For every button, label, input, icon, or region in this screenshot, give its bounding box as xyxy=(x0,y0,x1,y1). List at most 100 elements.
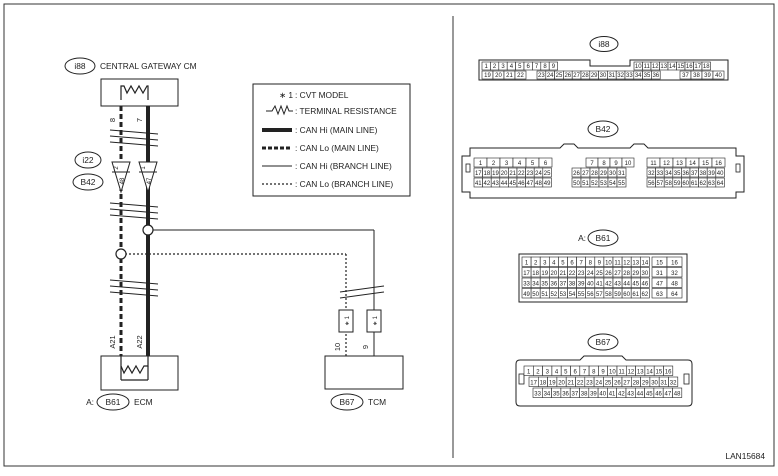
connector-b42-pin-cell xyxy=(621,157,635,168)
connector-b42-pin-label: 17 xyxy=(475,171,482,177)
connector-b42-pin-label: 47 xyxy=(527,181,534,187)
connector-i88-pin-label: 13 xyxy=(660,64,667,70)
connector-b61-pin-label: 52 xyxy=(551,292,558,298)
connector-i88-pin-cell xyxy=(651,70,661,80)
connector-b67-pin-label: 30 xyxy=(651,381,658,387)
connector-b42-pin-label: 15 xyxy=(702,161,709,167)
connector-b67-pin-label: 43 xyxy=(627,392,634,398)
connector-b67-pin-label: 22 xyxy=(577,381,584,387)
connector-i88-pin-label: 7 xyxy=(535,64,539,70)
connector-b67-pin-label: 44 xyxy=(637,392,644,398)
connector-b42-pin-label: 10 xyxy=(625,161,632,167)
connector-b67-pin-label: 16 xyxy=(665,370,672,376)
connector-b61-pin-label: 4 xyxy=(552,261,556,267)
connector-b61-pin-label: 60 xyxy=(623,292,630,298)
connector-b67-pin-label: 48 xyxy=(674,392,681,398)
connector-b67-pin-label: 11 xyxy=(619,370,626,376)
connector-b42-pin-label: 9 xyxy=(614,161,618,167)
connector-i88-pin-label: 20 xyxy=(495,73,502,79)
connector-i88-code: i88 xyxy=(598,39,610,49)
connector-b67-pin-label: 36 xyxy=(562,392,569,398)
connector-b61-pin-cell xyxy=(666,288,683,299)
connector-i88-pin-label: 28 xyxy=(582,73,589,79)
cvt-mark-box-lo xyxy=(338,309,354,333)
connector-b42-pin-label: 3 xyxy=(505,161,509,167)
connector-i88-pin-label: 3 xyxy=(501,64,505,70)
connector-b42-pin-label: 53 xyxy=(600,181,607,187)
connector-b42-pin-label: 35 xyxy=(674,171,681,177)
legend-cvt-symbol: ∗ 1 xyxy=(279,90,293,100)
connector-b42-pin-label: 1 xyxy=(479,161,483,167)
connector-b67-pin-label: 18 xyxy=(540,381,547,387)
connector-b61-pin-label: 21 xyxy=(560,271,567,277)
connector-i88-pin-label: 39 xyxy=(704,73,711,79)
connector-b42-pin-label: 64 xyxy=(717,181,724,187)
connector-b61-pin-label: 14 xyxy=(642,261,649,267)
connector-b61-pin-label: 7 xyxy=(579,261,583,267)
legend-resistor-symbol xyxy=(266,104,293,116)
connector-b42-pin-label: 60 xyxy=(682,181,689,187)
connector-b42-badge xyxy=(587,120,619,138)
connector-i88-pin-label: 8 xyxy=(543,64,547,70)
connector-b42-pin-label: 43 xyxy=(492,181,499,187)
can-hi-splice xyxy=(142,224,154,236)
connector-b67-pin-label: 9 xyxy=(601,370,605,376)
connector-b61-prefix: A: xyxy=(578,233,586,243)
connector-b67-pin-label: 14 xyxy=(646,370,653,376)
connector-b67-pin-label: 33 xyxy=(534,392,541,398)
legend-item-text: : CAN Hi (BRANCH LINE) xyxy=(295,161,392,171)
connector-i88-pin-cell xyxy=(712,70,725,80)
connector-b42-pin-label: 23 xyxy=(527,171,534,177)
connector-b67-pin-label: 27 xyxy=(623,381,630,387)
connector-b67-pin-label: 31 xyxy=(661,381,668,387)
connector-i88-pin-label: 36 xyxy=(652,73,659,79)
connector-b61-pin-label: 45 xyxy=(632,282,639,288)
connector-i88-pin-cell xyxy=(701,61,711,71)
connector-i88-badge xyxy=(589,36,619,52)
connector-b61-pin-label: 43 xyxy=(614,282,621,288)
connector-b61-pin-label: 40 xyxy=(587,282,594,288)
connector-b61-pin-cell xyxy=(666,267,683,278)
connector-b42-pin-label: 5 xyxy=(531,161,535,167)
legend-item-text: : CAN Hi (MAIN LINE) xyxy=(295,125,378,135)
connector-b61-pin-label: 20 xyxy=(551,271,558,277)
connector-b42-pin-cell xyxy=(715,167,725,178)
connector-b61-pin-label: 49 xyxy=(523,292,530,298)
connector-b61-pin-label: 32 xyxy=(671,271,678,277)
connector-b67-pin-label: 10 xyxy=(609,370,616,376)
connector-b61-pin-label: 12 xyxy=(623,261,630,267)
figure-id: LAN15684 xyxy=(725,451,765,461)
connector-b67-pin-label: 24 xyxy=(595,381,602,387)
tcm-pin-lo: 10 xyxy=(333,343,342,351)
connector-i88-pin-label: 9 xyxy=(552,64,556,70)
connector-b61-pin-label: 16 xyxy=(671,261,678,267)
tcm-code: B67 xyxy=(340,397,355,407)
connector-b42-pin-label: 28 xyxy=(591,171,598,177)
connector-b61-pin-label: 19 xyxy=(541,271,548,277)
connector-b42-latch xyxy=(465,163,471,173)
connector-b67-pin-label: 41 xyxy=(609,392,616,398)
connector-b61-pin-cell xyxy=(639,256,650,267)
connector-b42-pin-label: 8 xyxy=(602,161,606,167)
connector-b61-pin-label: 46 xyxy=(642,282,649,288)
connector-i88-pin-label: 1 xyxy=(485,64,489,70)
connector-b42-pin-cell xyxy=(538,157,553,168)
connector-b42-pin-label: 56 xyxy=(648,181,655,187)
connector-b42-pin-label: 2 xyxy=(492,161,496,167)
connector-b42-pin-cell xyxy=(616,177,627,188)
connector-i88-pin-label: 25 xyxy=(556,73,563,79)
gateway-pin-lo: 8 xyxy=(108,118,117,122)
connector-b42-pin-label: 30 xyxy=(609,171,616,177)
connector-b61-pin-cell xyxy=(666,277,683,288)
legend-box xyxy=(252,83,411,197)
connector-b42-pin-cell xyxy=(616,167,627,178)
connector-b61-pin-label: 17 xyxy=(523,271,530,277)
connector-b42-pin-label: 34 xyxy=(665,171,672,177)
connector-b67-pin-label: 37 xyxy=(572,392,579,398)
connector-i88-pin-label: 32 xyxy=(617,73,624,79)
connector-b67-pin-label: 7 xyxy=(583,370,587,376)
connector-i88-pin-label: 30 xyxy=(600,73,607,79)
connector-b42-pin-label: 25 xyxy=(544,171,551,177)
